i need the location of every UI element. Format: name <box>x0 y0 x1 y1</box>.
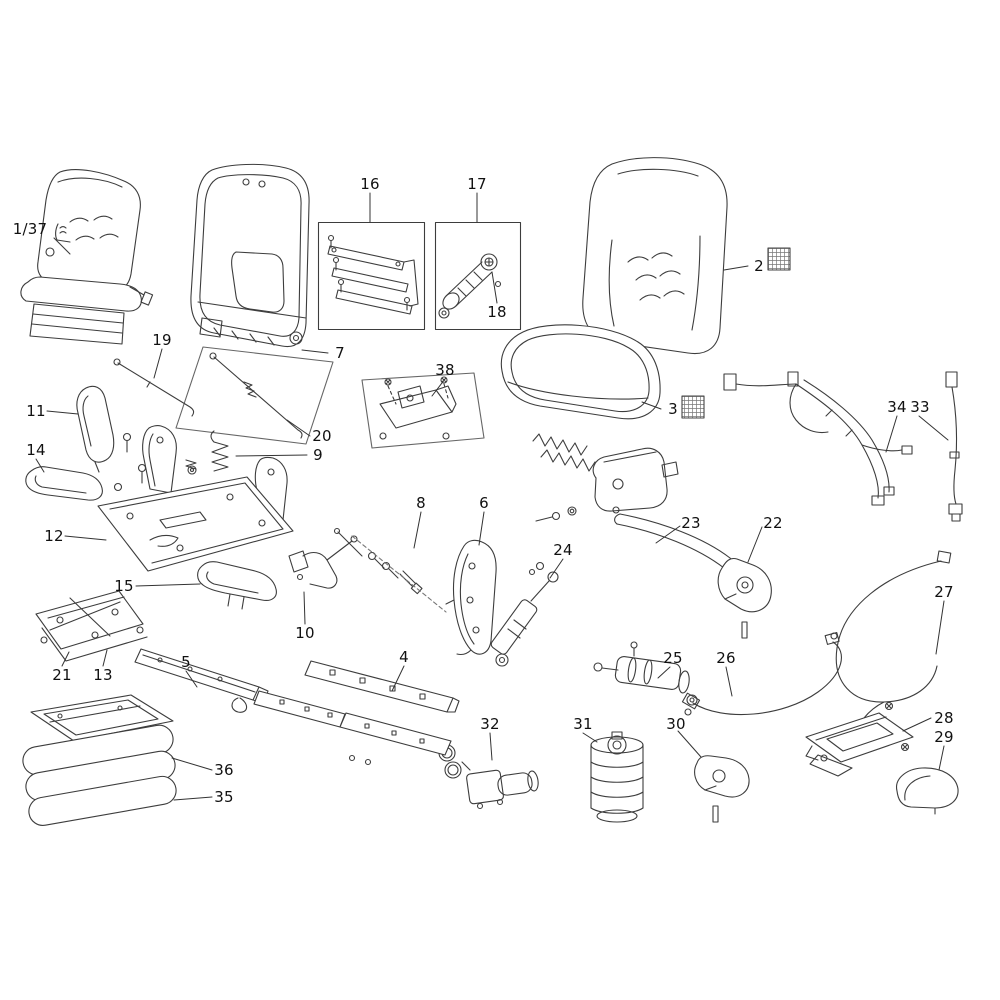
part-label-21: 21 <box>52 666 72 684</box>
fabric-swatch-3 <box>681 395 705 419</box>
armrest-14 <box>25 466 103 501</box>
side-panel-11 <box>76 385 115 473</box>
part-label-11: 11 <box>26 402 46 420</box>
part-label-12: 12 <box>44 527 64 545</box>
part-label-2: 2 <box>754 257 764 275</box>
side-panel-6 <box>445 539 497 656</box>
part-label-9: 9 <box>313 446 323 464</box>
part-label-4: 4 <box>399 648 409 666</box>
part-label-18: 18 <box>487 303 507 321</box>
backrest-cushion <box>582 157 791 355</box>
part-label-14: 14 <box>26 441 46 459</box>
part-label-30: 30 <box>666 715 686 733</box>
part-label-20: 20 <box>312 427 332 445</box>
part-label-38: 38 <box>435 361 455 379</box>
part-label-32: 32 <box>480 715 500 733</box>
bellows-35-36 <box>22 694 177 826</box>
parts-box-16 <box>317 221 426 331</box>
part-label-22: 22 <box>763 514 783 532</box>
spring-9 <box>185 430 229 472</box>
leader-lines <box>35 192 949 801</box>
mounting-plate-28 <box>805 701 914 777</box>
part-label-31: 31 <box>573 715 593 733</box>
part-label-15: 15 <box>114 577 134 595</box>
part-label-35: 35 <box>214 788 234 806</box>
part-label-28: 28 <box>934 709 954 727</box>
seat-cushion <box>500 324 705 420</box>
part-label-33: 33 <box>910 398 930 416</box>
part-label-24: 24 <box>553 541 573 559</box>
bracket-38 <box>361 372 485 449</box>
assembled-seat <box>20 169 154 345</box>
part-label-36: 36 <box>214 761 234 779</box>
air-spring-31 <box>590 731 644 823</box>
part-label-16: 16 <box>360 175 380 193</box>
cable-33 <box>945 371 963 522</box>
part-label-3: 3 <box>668 400 678 418</box>
fasteners-8 <box>333 527 447 613</box>
part-label-29: 29 <box>934 728 954 746</box>
lever-10 <box>288 535 358 589</box>
part-label-8: 8 <box>416 494 426 512</box>
part-label-7: 7 <box>335 344 345 362</box>
scissor-frame-13-21 <box>35 590 148 662</box>
parts-box-17 <box>434 221 522 331</box>
part-label-34: 34 <box>887 398 907 416</box>
latch-assembly-22-23 <box>532 433 772 639</box>
backrest-frame <box>190 163 310 348</box>
part-label-13: 13 <box>93 666 113 684</box>
rail-5 <box>134 648 269 713</box>
part-label-1-37: 1/37 <box>12 220 48 238</box>
knob-18 <box>480 253 502 288</box>
damper-24 <box>490 561 559 667</box>
fabric-swatch-2 <box>767 247 791 271</box>
rails-4 <box>253 660 460 766</box>
part-label-19: 19 <box>152 331 172 349</box>
seat-base-frame-12 <box>97 425 294 572</box>
bracket-30 <box>694 755 750 823</box>
cable-27 <box>830 550 952 719</box>
actuator-25 <box>593 641 698 706</box>
part-label-17: 17 <box>467 175 487 193</box>
part-label-26: 26 <box>716 649 736 667</box>
bracket-22 <box>717 557 772 639</box>
part-label-23: 23 <box>681 514 701 532</box>
part-label-10: 10 <box>295 624 315 642</box>
part-label-6: 6 <box>479 494 489 512</box>
part-label-25: 25 <box>663 649 683 667</box>
cover-29 <box>896 767 959 815</box>
part-label-5: 5 <box>181 653 191 671</box>
armrest-15 <box>197 561 277 610</box>
part-label-27: 27 <box>934 583 954 601</box>
bowden-cable-26 <box>681 632 842 716</box>
heated-seat-icon <box>53 223 71 255</box>
harness-34 <box>723 371 913 506</box>
tilt-rods-19-20 <box>113 346 334 445</box>
